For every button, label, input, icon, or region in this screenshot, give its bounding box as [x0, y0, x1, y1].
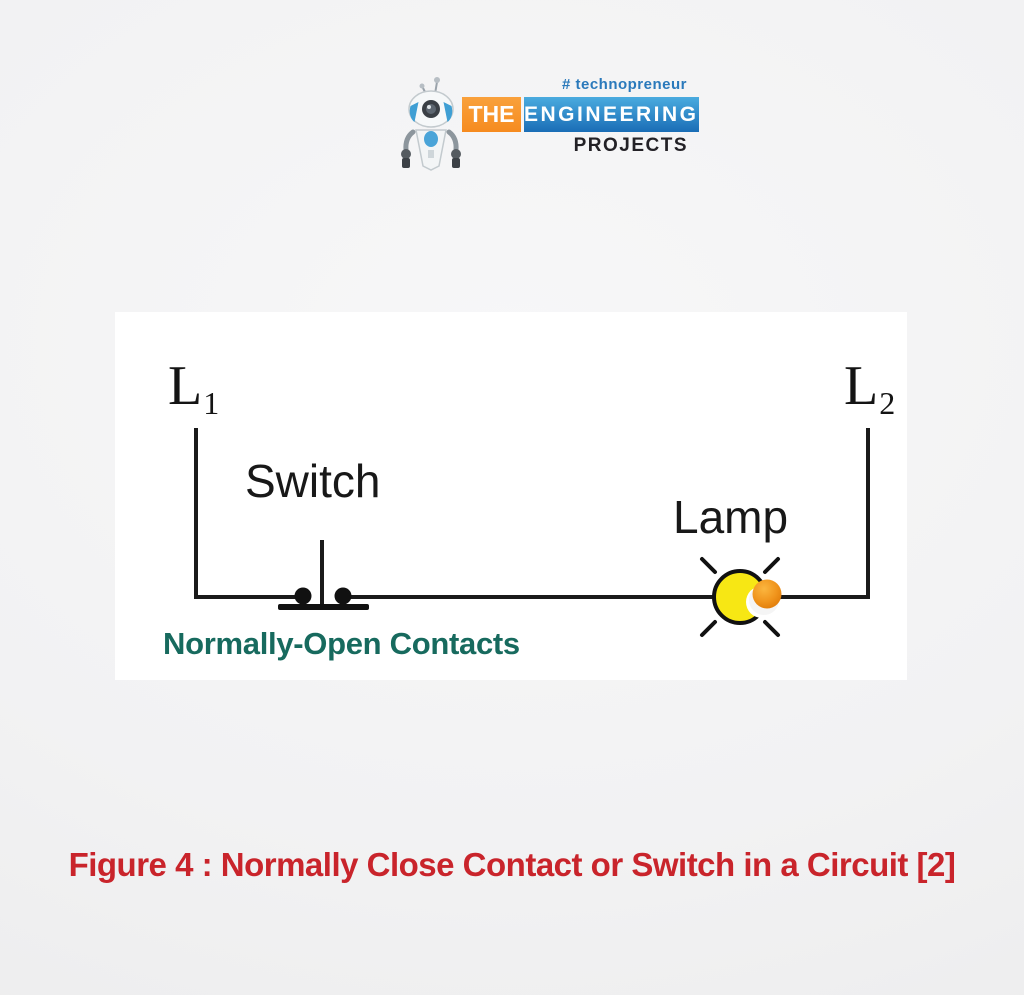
logo-text-block: # technopreneur THE ENGINEERING PROJECTS: [462, 76, 699, 157]
l1-subscript: 1: [203, 385, 220, 421]
circuit-diagram-panel: L1 L2 Switch Lamp Normally-Open Contacts: [115, 312, 907, 680]
logo-the-badge: THE: [462, 97, 521, 132]
line-l1-label: L1: [168, 358, 219, 431]
l2-letter: L: [844, 355, 879, 417]
logo-projects-label: PROJECTS: [573, 135, 688, 156]
circuit-diagram-graphic: [194, 428, 870, 637]
line-l2-label: L2: [844, 358, 895, 431]
switch-label: Switch: [245, 455, 381, 507]
site-logo: # technopreneur THE ENGINEERING PROJECTS: [396, 76, 699, 172]
l1-letter: L: [168, 355, 203, 417]
lamp-label: Lamp: [673, 491, 789, 543]
logo-tagline: # technopreneur: [561, 76, 687, 93]
contacts-type-label: Normally-Open Contacts: [163, 626, 520, 661]
l2-subscript: 2: [879, 385, 896, 421]
lamp-icon: [700, 557, 782, 637]
logo-engineering-badge: ENGINEERING: [524, 97, 699, 132]
logo-brand-row: THE ENGINEERING: [462, 97, 699, 132]
figure-caption: Figure 4 : Normally Close Contact or Swi…: [68, 846, 956, 883]
switch-contact-icon: [278, 540, 369, 610]
robot-mascot-icon: [401, 77, 461, 171]
